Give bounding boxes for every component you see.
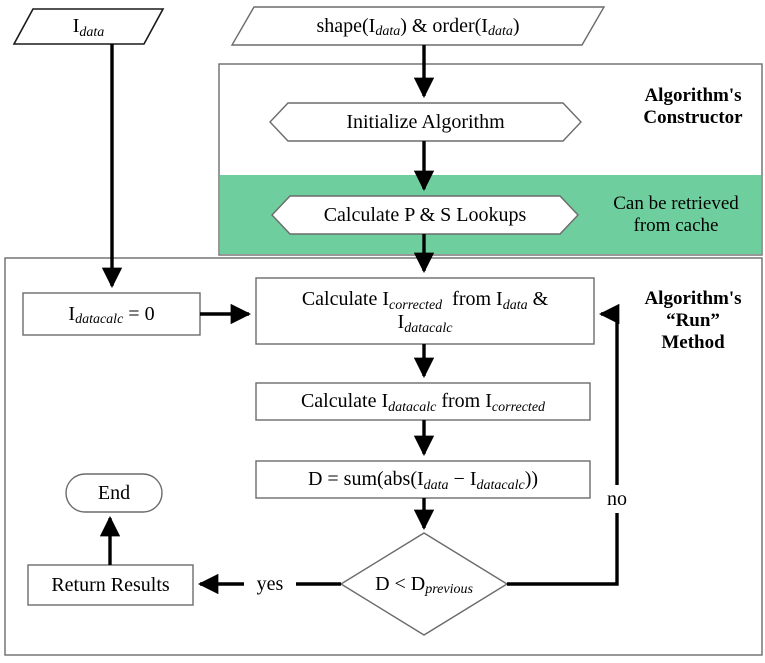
container-run-method-label: Algorithm's “Run” Method [644,288,742,353]
node-calc-corrected-label: Calculate Icorrected from Idata & Idatac… [301,288,549,336]
node-input-shape-order-label: shape(Idata) & order(Idata) [316,14,520,40]
node-decision [339,532,509,636]
edge-label-yes: yes [244,570,296,598]
node-return-results [27,564,194,606]
node-calc-corrected [255,277,595,345]
node-input-shape-order [230,6,606,46]
node-calculate-lookups-label: Calculate P & S Lookups [323,203,527,226]
node-initialize-algorithm [269,102,582,142]
node-return-results-label: Return Results [51,573,170,596]
container-run-method [4,257,763,656]
edge-label-no: no [596,485,638,513]
node-calc-datacalc-label: Calculate Idatacalc from Icorrected [300,390,546,415]
cache-note-label: Can be retrieved from cache [613,193,739,236]
node-init-datacalc-label: Idatacalc = 0 [68,302,155,328]
node-end-label: End [97,481,131,504]
node-calc-datacalc [255,382,591,421]
node-decision-label: D < Dprevious [375,572,473,598]
node-input-idata [12,8,165,45]
node-calculate-lookups [271,195,579,235]
edge-decision-no-feedback-loop [507,303,620,586]
container-constructor-label: Algorithm's Constructor [643,85,743,128]
node-end [65,473,163,513]
node-calc-d-label: D = sum(abs(Idata − Idatacalc)) [307,468,539,493]
node-initialize-algorithm-label: Initialize Algorithm [346,110,505,133]
node-input-idata-label: Idata [72,15,105,40]
